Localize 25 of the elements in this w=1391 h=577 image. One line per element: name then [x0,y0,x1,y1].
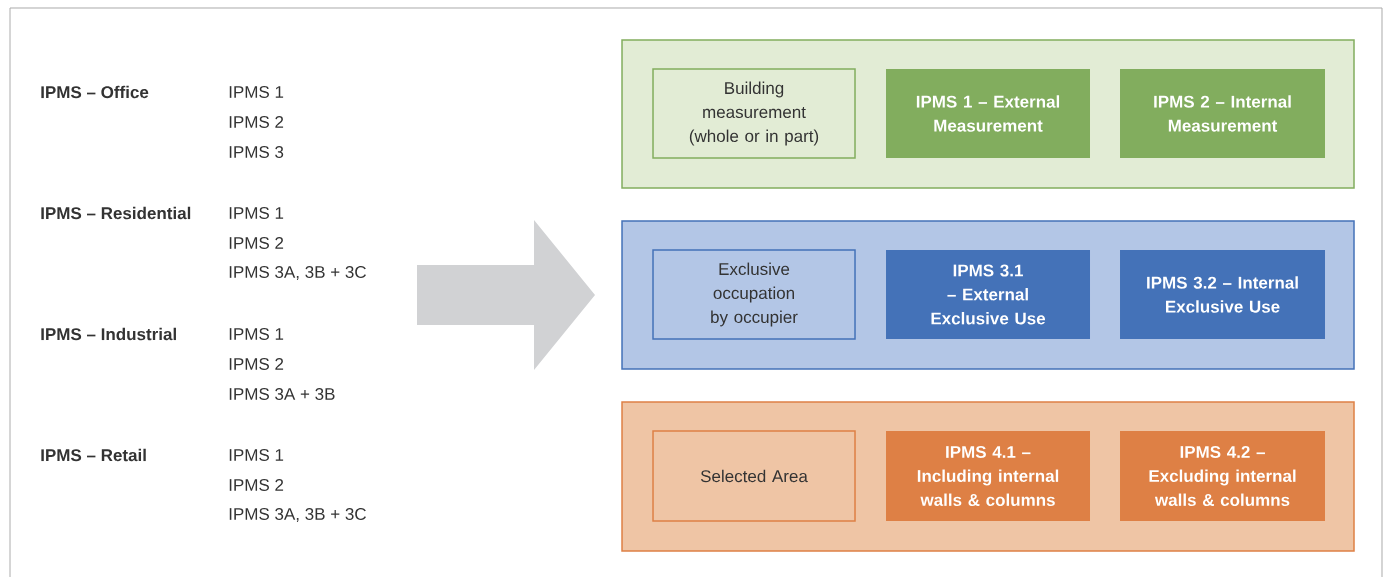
standard-item: IPMS 2 [229,357,284,370]
standard-item: IPMS 1 [229,206,284,219]
standard-box: IPMS 3.2 – Internal Exclusive Use [1120,250,1325,339]
standard-item: IPMS 3A + 3B [229,387,335,400]
standard-item: IPMS 2 [229,115,284,128]
standard-box: IPMS 1 – External Measurement [886,69,1090,158]
category-heading: IPMS – Residential [41,206,191,220]
category-box: Building measurement (whole or in part) [652,68,856,159]
standard-item: IPMS 3 [229,145,284,158]
category-heading: IPMS – Industrial [41,327,176,341]
category-box: Selected Area [652,430,856,522]
standard-item: IPMS 2 [229,236,284,249]
standard-box: IPMS 2 – Internal Measurement [1120,69,1325,158]
category-heading: IPMS – Office [41,85,149,99]
standard-item: IPMS 1 [229,448,284,461]
category-box: Exclusive occupation by occupier [652,249,856,340]
standard-item: IPMS 3A, 3B + 3C [229,265,366,280]
standard-box: IPMS 4.2 – Excluding internal walls & columns [1120,431,1325,521]
standard-box: IPMS 4.1 – Including internal walls & columns [886,431,1090,521]
standard-item: IPMS 2 [229,478,284,491]
standard-item: IPMS 3A, 3B + 3C [229,507,366,522]
standard-item: IPMS 1 [229,327,284,340]
standard-item: IPMS 1 [229,85,284,98]
category-heading: IPMS – Retail [41,448,146,462]
standard-box: IPMS 3.1 – External Exclusive Use [886,250,1090,339]
